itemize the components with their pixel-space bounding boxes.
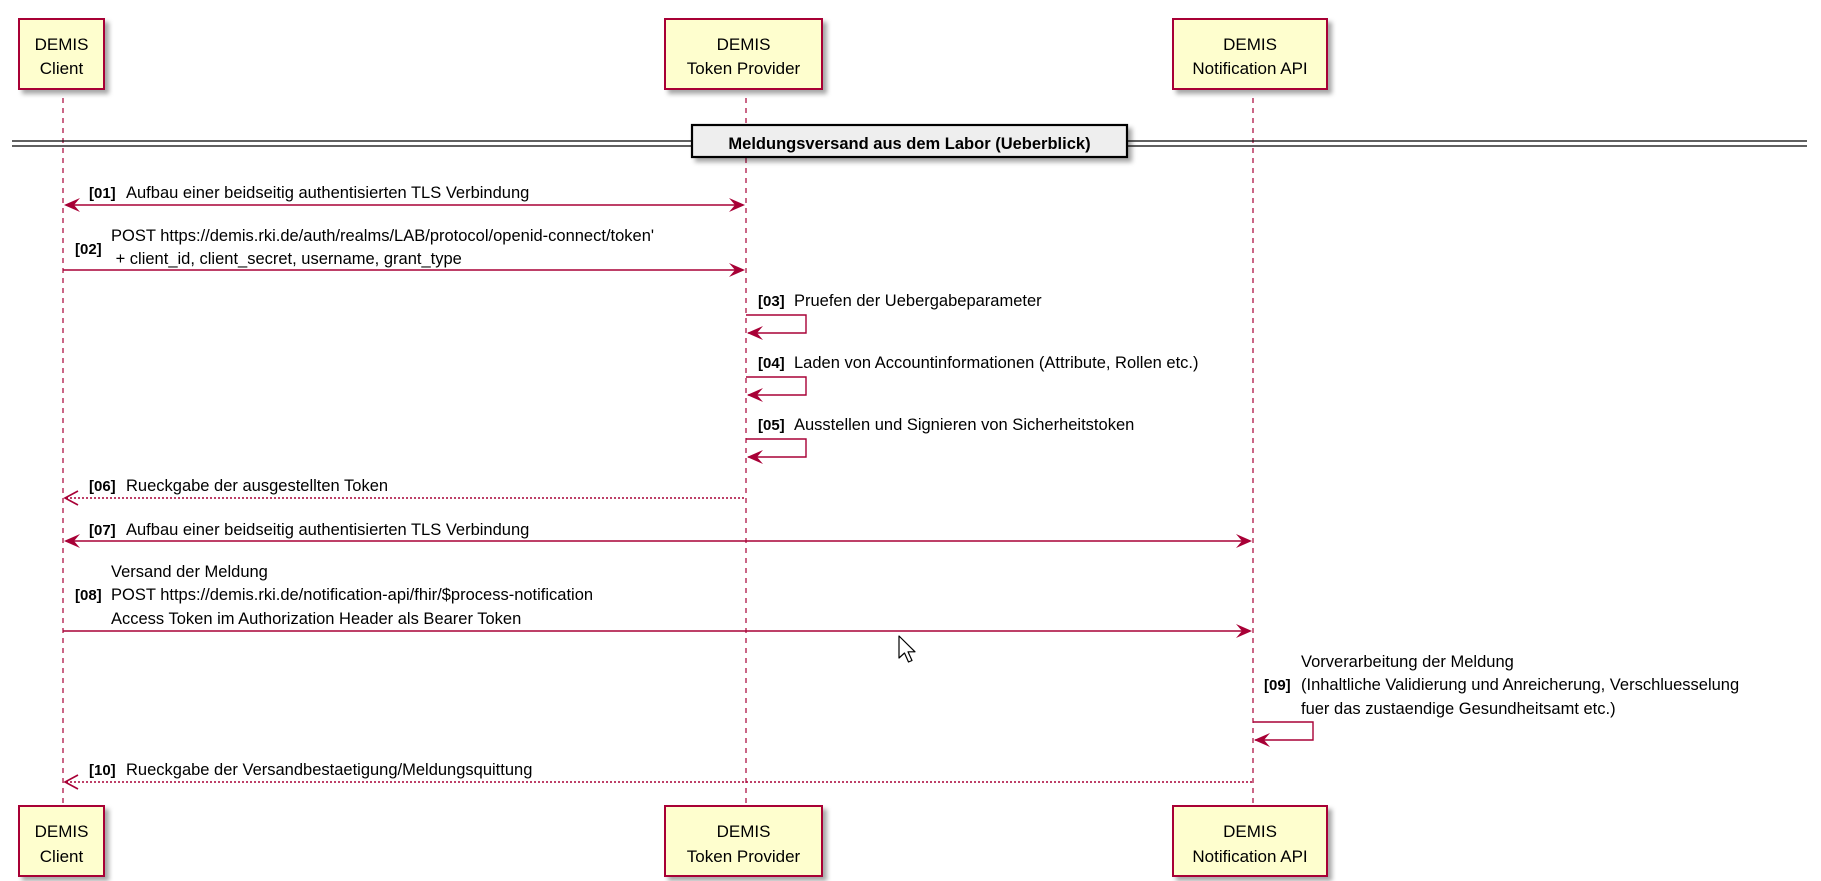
arrowhead-left — [64, 198, 80, 212]
message-03-number: [03] — [758, 293, 785, 310]
message-05-number: [05] — [758, 417, 785, 434]
arrowhead-left — [63, 774, 79, 790]
arrowhead-left — [1254, 733, 1270, 747]
participant-notification-api-line2: Notification API — [1192, 59, 1307, 78]
participant-client-line2: Client — [40, 59, 84, 78]
message-08-number: [08] — [75, 587, 102, 604]
message-06: [06] Rueckgabe der ausgestellten Token — [63, 477, 746, 506]
message-05-text: Ausstellen und Signieren von Sicherheits… — [794, 416, 1134, 434]
message-10-number: [10] — [89, 762, 116, 779]
mouse-cursor-icon — [898, 635, 916, 663]
participant-notification-api-line1: DEMIS — [1223, 35, 1277, 54]
message-08-line2: POST https://demis.rki.de/notification-a… — [111, 586, 593, 604]
participant-notification-api-bottom-line2: Notification API — [1192, 847, 1307, 866]
message-06-text: Rueckgabe der ausgestellten Token — [126, 477, 388, 495]
arrowhead-left — [64, 534, 80, 548]
participant-notification-api-bottom: DEMIS Notification API — [1172, 805, 1328, 877]
message-06-number: [06] — [89, 478, 116, 495]
message-03: [03] Pruefen der Uebergabeparameter — [746, 292, 1042, 340]
message-01-number: [01] — [89, 185, 116, 202]
message-03-text: Pruefen der Uebergabeparameter — [794, 292, 1042, 310]
message-04-text: Laden von Accountinformationen (Attribut… — [794, 354, 1198, 372]
message-02-line1: POST https://demis.rki.de/auth/realms/LA… — [111, 227, 654, 245]
arrowhead-left — [747, 450, 763, 464]
arrowhead-right — [729, 263, 745, 277]
participant-token-provider-line2: Token Provider — [687, 59, 801, 78]
arrowhead-left — [747, 326, 763, 340]
message-08-line1: Versand der Meldung — [111, 563, 268, 581]
arrowhead-right — [729, 198, 745, 212]
message-10: [10] Rueckgabe der Versandbestaetigung/M… — [63, 761, 1253, 790]
message-04: [04] Laden von Accountinformationen (Att… — [746, 354, 1198, 402]
participant-client-bottom: DEMIS Client — [18, 805, 105, 877]
message-07-text: Aufbau einer beidseitig authentisierten … — [126, 521, 529, 539]
message-02: [02] POST https://demis.rki.de/auth/real… — [63, 227, 745, 277]
message-04-number: [04] — [758, 355, 785, 372]
message-07: [07] Aufbau einer beidseitig authentisie… — [64, 521, 1252, 548]
message-02-line2: + client_id, client_secret, username, gr… — [111, 250, 462, 268]
participant-client-bottom-line1: DEMIS — [35, 822, 89, 841]
message-02-number: [02] — [75, 241, 102, 258]
message-05: [05] Ausstellen und Signieren von Sicher… — [746, 416, 1134, 464]
message-08-line3: Access Token im Authorization Header als… — [111, 610, 521, 628]
divider-label: Meldungsversand aus dem Labor (Ueberblic… — [728, 135, 1090, 153]
participant-notification-api-top: DEMIS Notification API — [1172, 18, 1328, 90]
participant-token-provider-bottom-line1: DEMIS — [717, 822, 771, 841]
message-09-number: [09] — [1264, 677, 1291, 694]
arrowhead-left — [63, 490, 79, 506]
message-07-number: [07] — [89, 522, 116, 539]
lifelines — [62, 98, 1254, 806]
participant-token-provider-line1: DEMIS — [717, 35, 771, 54]
arrowhead-right — [1236, 534, 1252, 548]
participant-token-provider-top: DEMIS Token Provider — [664, 18, 823, 90]
participant-client-top: DEMIS Client — [18, 18, 105, 90]
participant-notification-api-bottom-line1: DEMIS — [1223, 822, 1277, 841]
divider: Meldungsversand aus dem Labor (Ueberblic… — [12, 123, 1807, 159]
message-01-text: Aufbau einer beidseitig authentisierten … — [126, 184, 529, 202]
arrowhead-left — [747, 388, 763, 402]
participant-client-line1: DEMIS — [35, 35, 89, 54]
message-09-line1: Vorverarbeitung der Meldung — [1301, 653, 1514, 671]
participant-client-bottom-line2: Client — [40, 847, 84, 866]
message-10-text: Rueckgabe der Versandbestaetigung/Meldun… — [126, 761, 532, 779]
arrowhead-right — [1236, 624, 1252, 638]
message-01: [01] Aufbau einer beidseitig authentisie… — [64, 184, 745, 212]
participant-token-provider-bottom: DEMIS Token Provider — [664, 805, 823, 877]
message-09: [09] Vorverarbeitung der Meldung (Inhalt… — [1253, 653, 1739, 747]
message-09-line2: (Inhaltliche Validierung und Anreicherun… — [1301, 676, 1739, 694]
participant-token-provider-bottom-line2: Token Provider — [687, 847, 801, 866]
message-08: [08] Versand der Meldung POST https://de… — [63, 563, 1252, 638]
message-09-line3: fuer das zustaendige Gesundheitsamt etc.… — [1301, 700, 1616, 718]
